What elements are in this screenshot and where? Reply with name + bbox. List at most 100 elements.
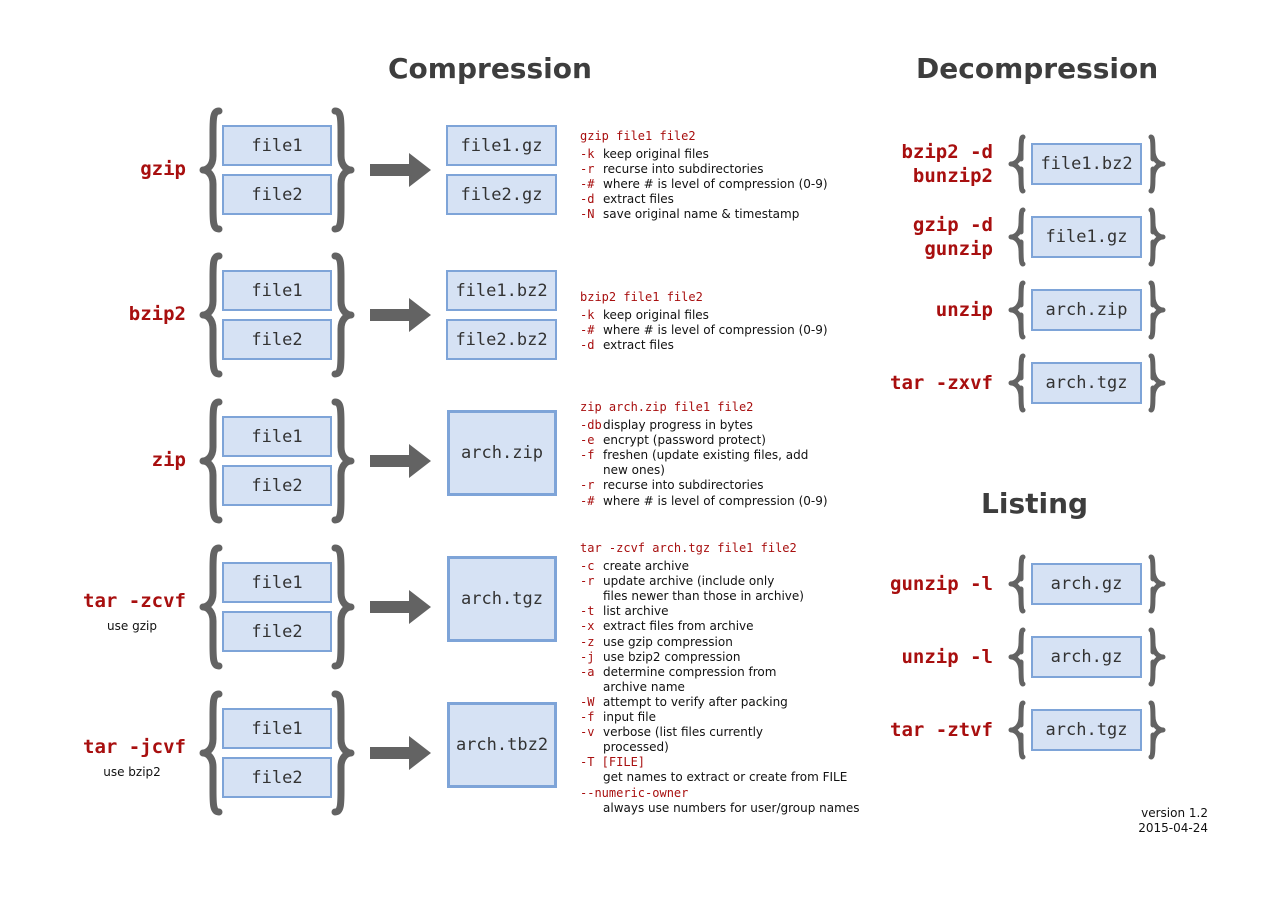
usage-example: zip arch.zip file1 file2: [580, 400, 754, 414]
option-description: where # is level of compression (0-9): [603, 177, 828, 192]
input-left-brace: [199, 544, 223, 670]
command-line: gzip -d: [912, 214, 993, 236]
archive-file-box: file1.gz: [1031, 216, 1142, 258]
input-right-brace: [331, 252, 355, 378]
option-row: -r recurse into subdirectories: [580, 162, 828, 177]
compress-arrow: [370, 298, 431, 332]
option-description: keep original files: [603, 147, 709, 162]
option-description: where # is level of compression (0-9): [603, 493, 828, 508]
option-flag: -t: [580, 604, 595, 619]
command-line: unzip -l: [901, 646, 993, 668]
option-flag: -#: [580, 323, 595, 338]
file-right-brace: [1148, 280, 1166, 340]
file-right-brace: [1148, 207, 1166, 267]
option-flag: -r: [580, 478, 595, 493]
option-flag: -a: [580, 664, 595, 679]
option-flag: -x: [580, 619, 595, 634]
option-row: --numeric-owner: [580, 785, 689, 800]
option-row: -d extract files: [580, 338, 828, 353]
output-archive-box: arch.zip: [447, 410, 557, 496]
command-label: unzip: [936, 298, 993, 322]
input-file-box: file1: [222, 562, 332, 603]
option-description: extract files: [603, 338, 674, 353]
file-right-brace: [1148, 554, 1166, 614]
file-right-brace: [1148, 353, 1166, 413]
option-row: always use numbers for user/group names: [603, 800, 860, 815]
compress-arrow: [370, 736, 431, 770]
usage-example: bzip2 file1 file2: [580, 290, 703, 304]
input-file-box: file2: [222, 757, 332, 798]
input-right-brace: [331, 690, 355, 816]
option-flag: -r: [580, 162, 595, 177]
output-archive-box: arch.tgz: [447, 556, 557, 642]
input-right-brace: [331, 398, 355, 524]
archive-file-box: arch.gz: [1031, 563, 1142, 605]
option-row: -# where # is level of compression (0-9): [580, 494, 828, 509]
input-left-brace: [199, 252, 223, 378]
command-note: use gzip: [107, 619, 157, 633]
option-description: recurse into subdirectories: [603, 162, 764, 177]
option-row: archive name: [603, 679, 685, 694]
decompression-heading: Decompression: [916, 52, 1159, 85]
option-flag: -r: [580, 574, 595, 589]
option-row: -T [FILE]: [580, 755, 646, 770]
listing-heading: Listing: [981, 487, 1089, 520]
archive-file-box: arch.tgz: [1031, 709, 1142, 751]
option-row: -# where # is level of compression (0-9): [580, 323, 828, 338]
option-description: freshen (update existing files, add: [603, 448, 809, 463]
file-left-brace: [1008, 627, 1026, 687]
compress-arrow: [370, 153, 431, 187]
option-description: recurse into subdirectories: [603, 478, 764, 493]
option-description: create archive: [603, 559, 689, 574]
command-label: unzip -l: [901, 645, 993, 669]
input-file-box: file2: [222, 174, 332, 215]
option-description: use bzip2 compression: [603, 649, 741, 664]
option-description: extract files: [603, 192, 674, 207]
command-line: tar -ztvf: [890, 719, 993, 741]
archive-file-box: arch.tgz: [1031, 362, 1142, 404]
file-left-brace: [1008, 554, 1026, 614]
output-file-box: file2.gz: [446, 174, 557, 215]
output-file-box: file2.bz2: [446, 319, 557, 360]
option-description: where # is level of compression (0-9): [603, 323, 828, 338]
version-date: 2015-04-24: [1138, 821, 1208, 835]
option-flag: -#: [580, 493, 595, 508]
option-description: use gzip compression: [603, 634, 733, 649]
archive-file-box: file1.bz2: [1031, 143, 1142, 185]
option-description: display progress in bytes: [603, 418, 753, 433]
option-flag: -d: [580, 338, 595, 353]
option-flag: -#: [580, 177, 595, 192]
command-line: bzip2 -d: [901, 141, 993, 163]
input-left-brace: [199, 690, 223, 816]
file-left-brace: [1008, 134, 1026, 194]
input-file-box: file1: [222, 708, 332, 749]
option-flag: -v: [580, 725, 595, 740]
usage-example: tar -zcvf arch.tgz file1 file2: [580, 541, 797, 555]
compress-arrow: [370, 444, 431, 478]
option-flag: -e: [580, 433, 595, 448]
command-line: tar -zxvf: [890, 372, 993, 394]
option-row: processed): [603, 740, 669, 755]
option-flag: -db: [580, 418, 602, 433]
compression-heading: Compression: [388, 52, 592, 85]
input-left-brace: [199, 107, 223, 233]
compress-arrow: [370, 590, 431, 624]
